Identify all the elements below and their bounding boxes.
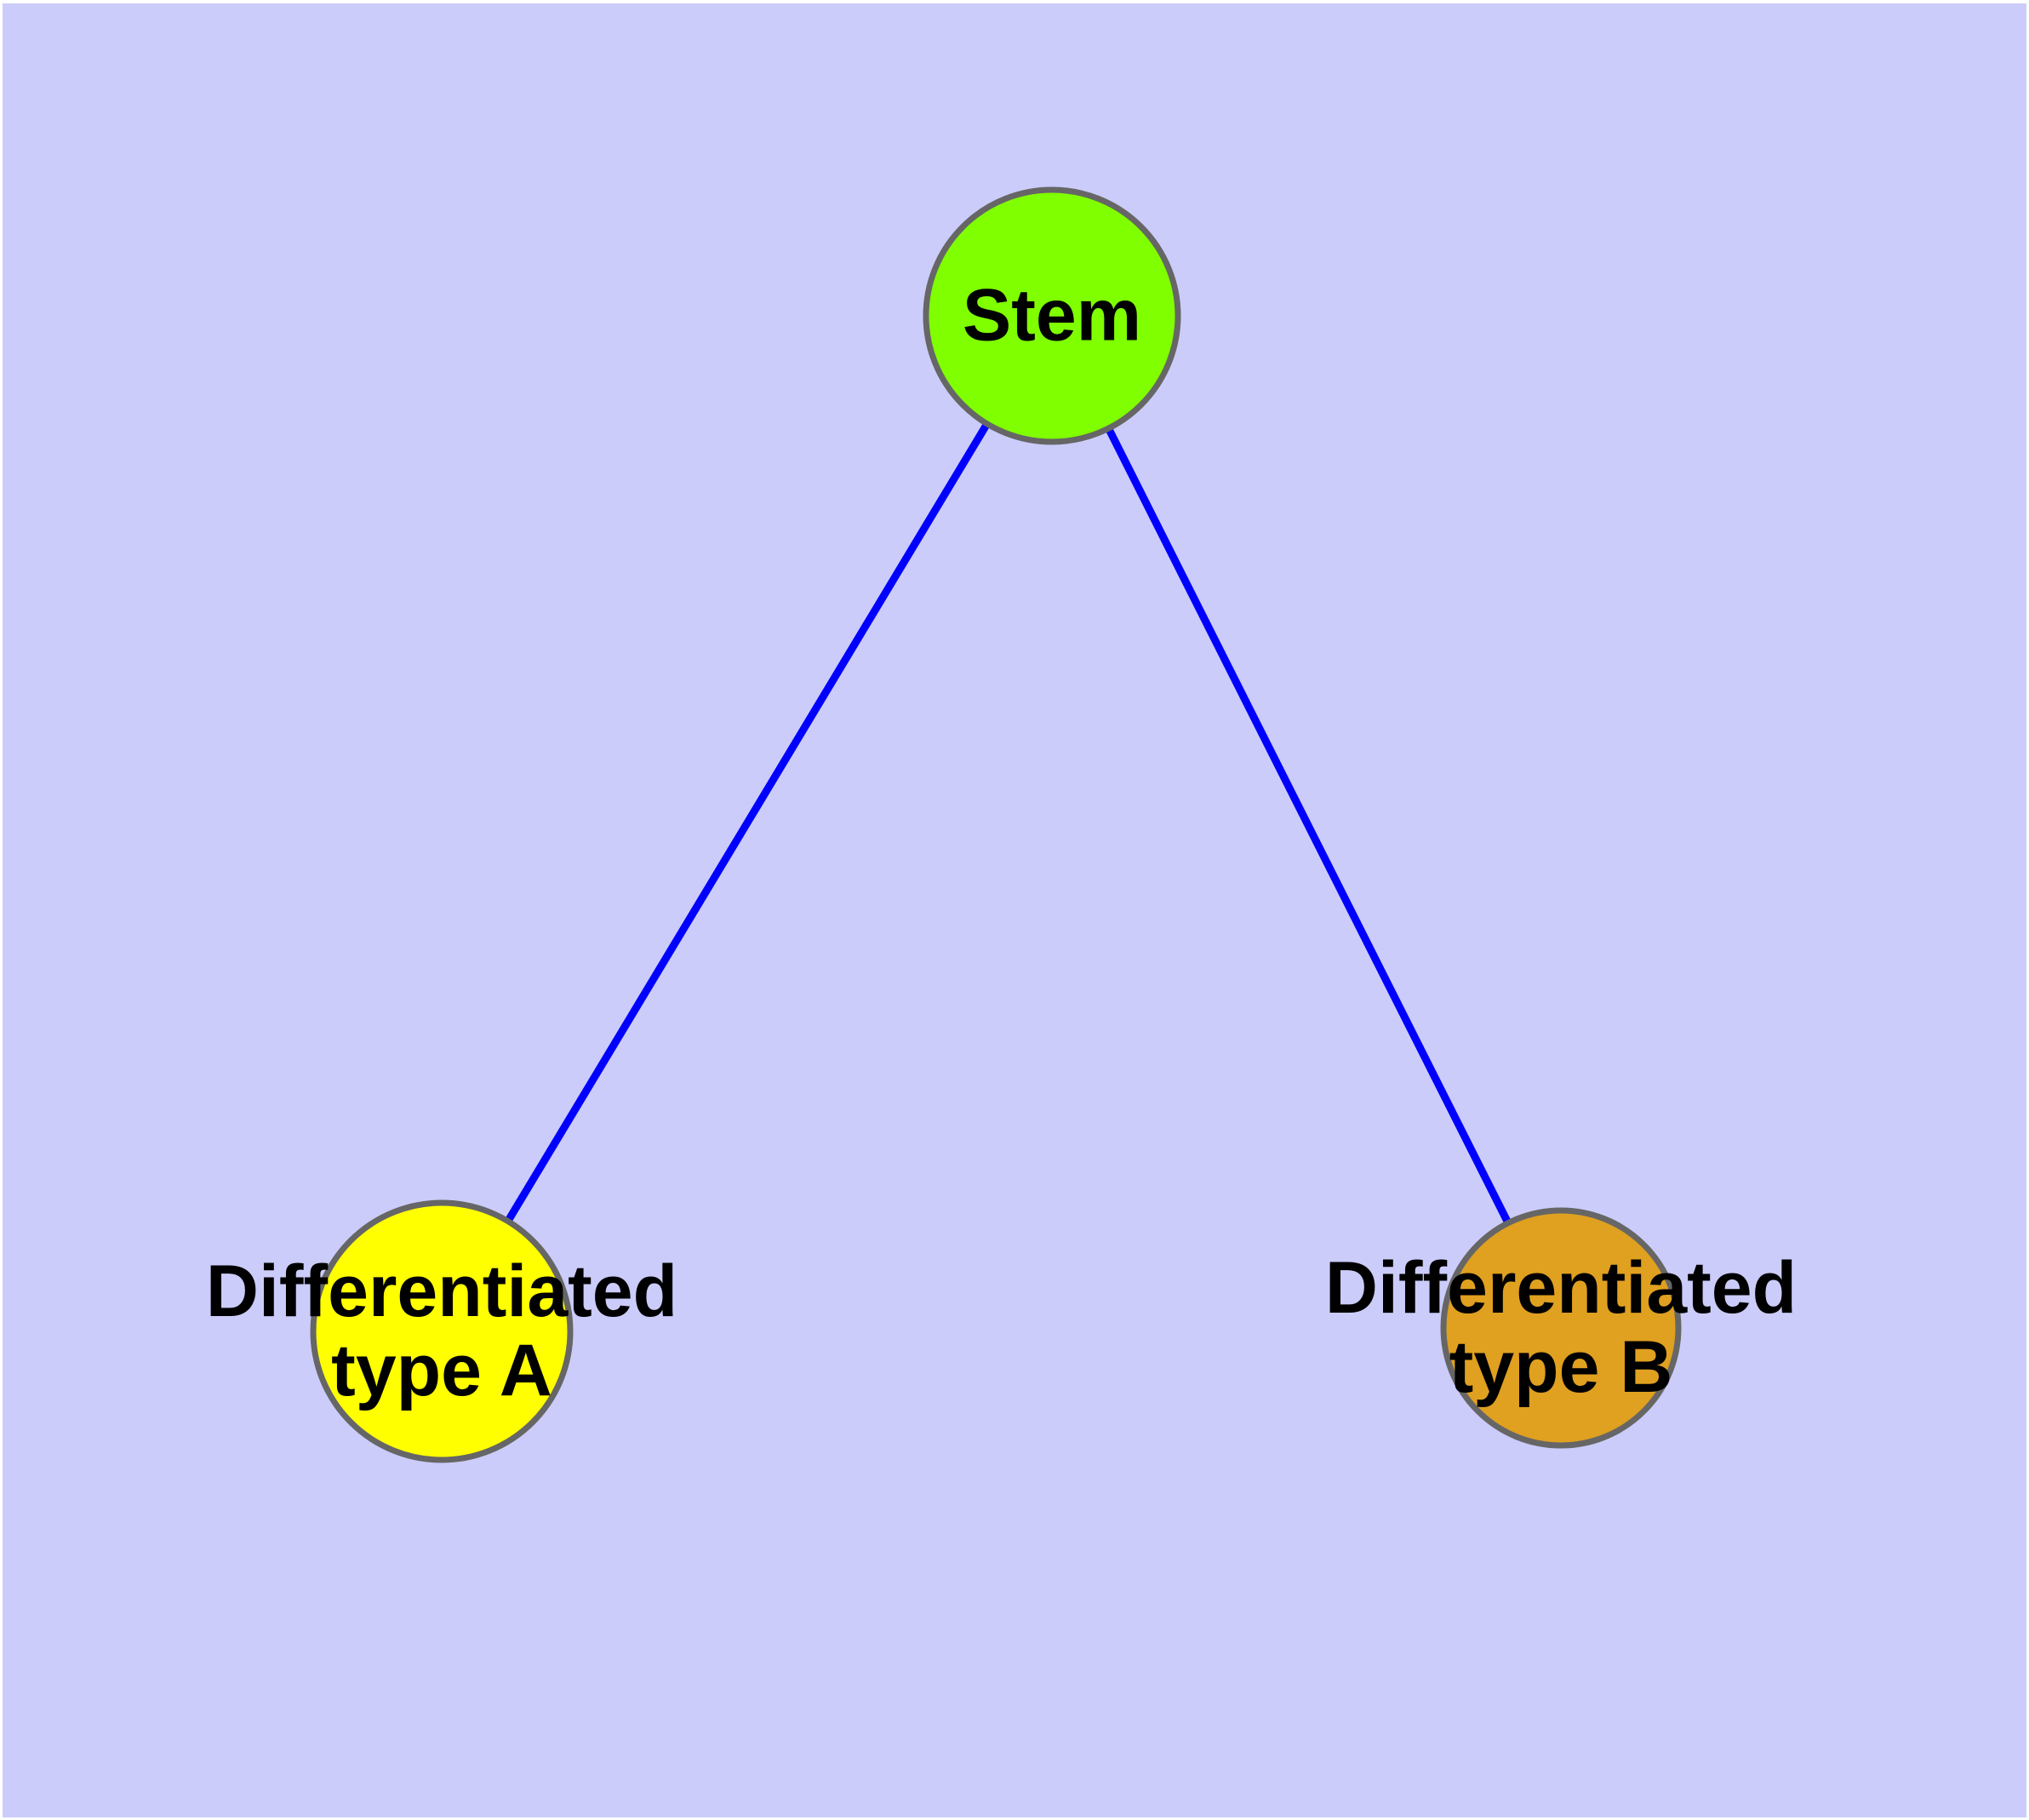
graph-node-diff_a[interactable]	[310, 1199, 574, 1463]
graph-edge-stem-diff_b	[1102, 421, 1514, 1230]
node-layer	[310, 186, 1682, 1463]
graph-node-stem[interactable]	[923, 186, 1181, 445]
edge-layer	[501, 417, 1514, 1230]
graph-edge-stem-diff_a	[501, 417, 993, 1228]
graph-node-diff_b[interactable]	[1440, 1207, 1682, 1449]
